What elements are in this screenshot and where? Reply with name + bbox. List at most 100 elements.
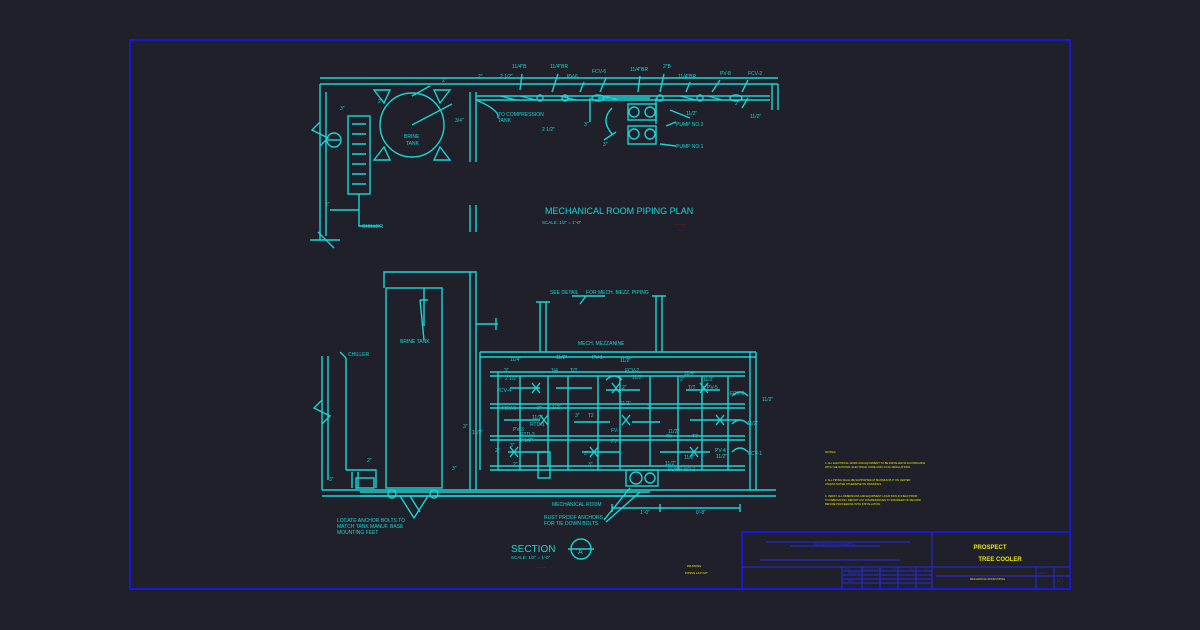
section-pipe-label: 11/2": [703, 377, 714, 383]
section-pipe-label: 1/4: [551, 368, 558, 374]
revision-column-header: BY: [893, 569, 896, 571]
section-pipe-label: 3": [329, 477, 334, 483]
plan-pipe-label: 2": [442, 78, 447, 84]
section-pipe-label: 3": [452, 466, 457, 472]
note-line-3: 2. ALL PIPING SHALL BE SUPPORTED AT MAXI…: [825, 478, 911, 482]
section-pipe-label: PV-3: [513, 427, 524, 433]
section-pipe-label: 3": [584, 451, 589, 457]
section-pipe-label: T7: [692, 434, 698, 440]
section-pipe-label: 11/2": [684, 455, 695, 461]
plan-pipe-label: 11/4"B: [512, 64, 527, 70]
section-pipe-label: RTD-1: [530, 422, 545, 428]
plan-pipe-label: 11/2": [686, 111, 697, 117]
section-pipe-label: PV-1: [592, 355, 603, 361]
section-pipe-label: 2": [647, 405, 652, 411]
section-pipe-label: T2: [588, 413, 594, 419]
section-pipe-label: 2 1/2": [505, 376, 518, 382]
section-pipe-label: T/T: [570, 368, 578, 374]
anchor-note-1: LOCATE ANCHOR BOLTS TO: [337, 518, 405, 524]
section-pipe-label: 11/2": [632, 375, 643, 381]
section-pipe-label: RTD-3: [520, 432, 535, 438]
see-detail-label: SEE DETAIL: [550, 290, 579, 296]
plan-chiller-label: CHILLER: [362, 224, 384, 230]
section-pipe-label: 11/2": [716, 454, 727, 460]
job-label: JOB NO.: [1038, 572, 1048, 575]
sheet-title: MECHANICAL ROOM PIPING: [970, 577, 1005, 581]
dim-1: 1'-0": [640, 510, 650, 516]
plan-pipe-label: PV-8: [720, 71, 731, 77]
title-block: PROSPECT TREE COOLER MECHANICAL ROOM PIP…: [741, 531, 1071, 590]
plan-pipe-label: 11/2": [750, 114, 761, 120]
section-title: SECTION: [511, 544, 555, 555]
plan-pipe-label: FCV-2: [748, 71, 762, 77]
note-line-7: BEFORE PROCEEDING WITH INSTALLATION.: [825, 502, 881, 506]
plan-pipe-label: 2": [325, 202, 330, 208]
section-pipe-label: 3": [588, 462, 593, 468]
plan-pipe-label: FCV-6: [592, 69, 606, 75]
section-pipe-label: 11/4": [684, 371, 695, 377]
section-marker: A: [578, 549, 583, 556]
section-pipe-label: 2": [622, 385, 627, 391]
section-pipe-label: 2 1/2": [548, 405, 561, 411]
section-pipe-label: 3": [504, 368, 509, 374]
section-pump1-label: PUMP NO.1: [668, 467, 696, 473]
section-chiller-label: CHILLER: [348, 352, 370, 358]
plan-pipe-label: 3": [584, 122, 589, 128]
section-pipe-label: PV-5: [707, 385, 718, 391]
section-pipe-label: FV-1: [611, 428, 622, 434]
plan-pipe-label: 2"B: [663, 64, 672, 70]
stamp-line-1: DRAWING: [687, 564, 702, 568]
plan-brine-tank-label-2: TANK: [406, 141, 420, 147]
plan-pipe-label: PV-6: [567, 74, 578, 80]
section-pipe-label: 11/4": [510, 357, 521, 363]
plan-chiller: [347, 115, 371, 195]
plan-pipe-label: 2 1/2": [542, 127, 555, 133]
plan-title: MECHANICAL ROOM PIPING PLAN: [545, 206, 693, 216]
section-pipe-label: 3": [510, 443, 515, 449]
plan-compression-label-2: TANK: [498, 118, 512, 124]
plan-scale: SCALE: 1/2" = 1'-0": [542, 220, 582, 225]
section-pipe-label: 11/2": [556, 355, 567, 361]
plan-compression-label-1: TO COMPRESSION: [498, 112, 544, 118]
plan-pump1-label: PUMP NO.1: [676, 144, 704, 150]
section-pipe-label: FCV-5: [502, 406, 516, 412]
plan-pipe-label: 3": [340, 106, 345, 112]
sheet-border: [129, 39, 1071, 590]
project-name-1: PROSPECT: [973, 545, 1006, 551]
plan-pump-1: [627, 125, 657, 145]
dim-2: 0'-8": [696, 510, 706, 516]
section-scale: SCALE: 1/2" = 1'-0": [511, 555, 551, 560]
plan-pipe-label: 3/4": [455, 118, 464, 124]
plan-pipe-label: 3": [603, 142, 608, 148]
note-line-1: 1. ALL ELECTRICAL WORK AND EQUIPMENT TO …: [825, 461, 925, 465]
section-pipe-label: FCV-2: [625, 368, 639, 374]
section-pipe-label: FCV-1: [748, 451, 762, 457]
piping-plan: MECHANICAL ROOM PIPING PLAN SCALE: 1/2" …: [310, 64, 779, 249]
plan-pipe-label: 2": [735, 101, 740, 107]
revision-column-header: APP: [925, 568, 930, 571]
anchor-note-2: MATCH TANK MANUF. BASE: [337, 524, 404, 530]
section-pipe-label: 11/2": [668, 429, 679, 435]
section-pipe-label: 2": [367, 458, 372, 464]
section-pipe-label: 2 1/2": [520, 438, 533, 444]
rust-note-1: RUST PROOF ANCHORS: [544, 515, 603, 521]
section-view: SEE DETAIL FOR MECH. MEZZ. PIPING MECH. …: [312, 271, 776, 568]
note-line-6: TO FABRICATION. REPORT ANY DISCREPANCIES…: [825, 498, 921, 502]
revision-column-header: CHK: [909, 569, 914, 571]
plan-pump-2: [627, 103, 657, 121]
mezzanine-label: MECH. MEZZANINE: [578, 341, 625, 347]
section-brine-tank-label: BRINE TANK: [400, 339, 430, 345]
company-name: MECHANICAL ENGINEERING: [814, 542, 856, 546]
plan-pipe-label: 2": [378, 99, 383, 105]
project-name-2: TREE COOLER: [978, 557, 1022, 563]
note-line-4: UNLESS NOTED OTHERWISE ON DRAWINGS.: [825, 482, 882, 486]
section-pipe-label: 11/2": [762, 397, 773, 403]
section-pipe-label: 11/2": [532, 415, 543, 421]
notes-heading: NOTES:: [825, 450, 836, 454]
section-pipe-label: T/T: [688, 385, 696, 391]
plan-pipe-label: 11/4"BR: [550, 64, 568, 70]
